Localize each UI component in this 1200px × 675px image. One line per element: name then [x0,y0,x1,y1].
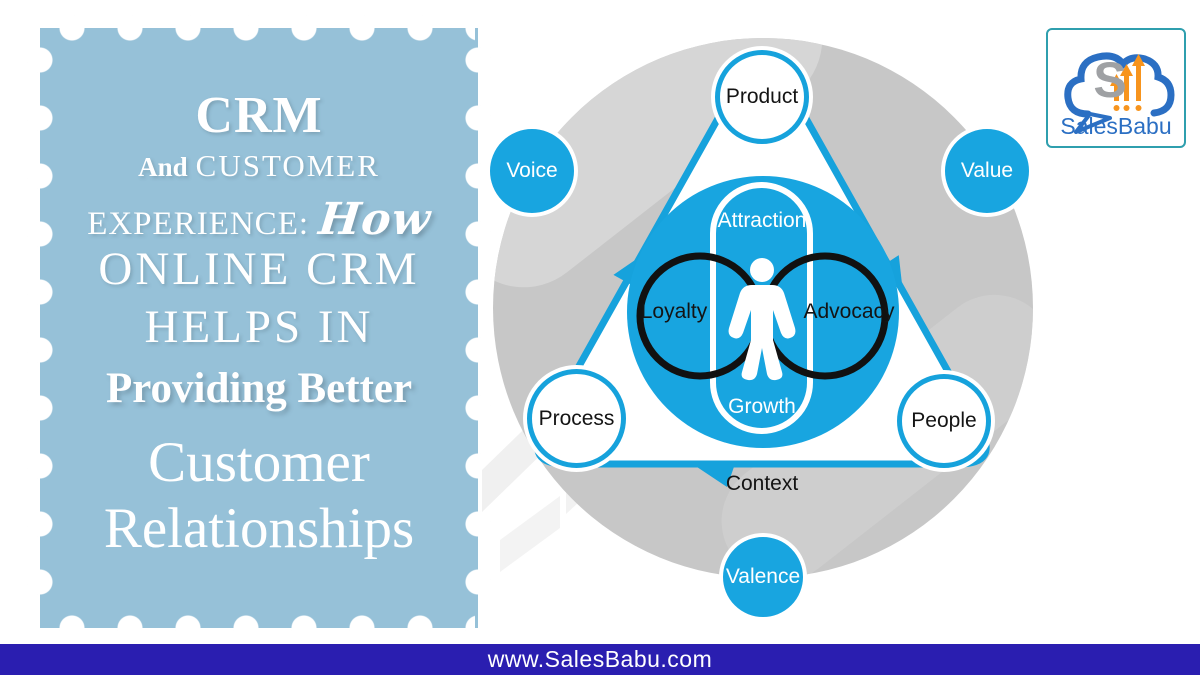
label-growth: Growth [728,395,796,418]
growth-arrows-icon [1110,54,1145,111]
title-line-crm: CRM [195,87,323,144]
cloud-outline-icon [1064,52,1175,118]
logo-brand-text: SalesBabu [1060,113,1172,139]
salesbabu-logo: S SalesBabu [1046,28,1186,148]
node-voice: Voice [486,125,578,217]
watermark-chevron-3 [500,496,560,572]
title-word-customer: CUSTOMER [195,148,380,183]
node-people: People [897,374,991,468]
title-line-helps-in: HELPS IN [144,301,374,353]
footer-url: www.SalesBabu.com [487,646,713,672]
node-product: Product [715,50,809,144]
footer-bar: www.SalesBabu.com [0,644,1200,675]
title-word-and: And [138,152,188,182]
node-valence: Valence [719,533,807,621]
person-body [728,285,796,381]
title-line-relationships: Relationships [103,497,415,560]
node-value: Value [941,125,1033,217]
title-line-online-crm: ONLINE CRM [98,243,420,295]
person-head [750,258,774,282]
label-loyalty: Loyalty [640,300,708,323]
logo-monogram: S [1093,52,1127,108]
title-line-providing-better: Providing Better [105,365,413,412]
label-attraction: Attraction [717,209,807,232]
title-line-customer: Customer [148,431,370,494]
logo-cloud-chart-icon [1064,52,1175,134]
label-advocacy: Advocacy [803,300,895,323]
title-line-experience-how: EXPERIENCE:How [40,194,478,245]
node-process: Process [527,369,626,468]
context-speech-tail [688,461,736,487]
cloud-tail-icon [1074,112,1112,134]
attraction-growth-pill [710,182,813,434]
title-word-experience: EXPERIENCE: [87,206,310,242]
label-context: Context [725,472,799,495]
